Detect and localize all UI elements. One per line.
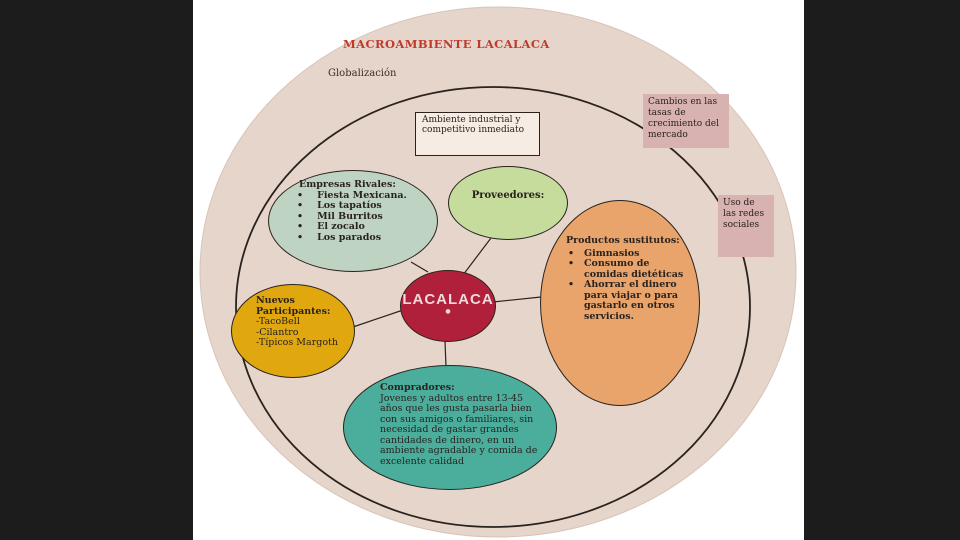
rival-item: Fiesta Mexicana. xyxy=(299,190,425,202)
buyers-description: Jovenes y adultos entre 13-45 años que l… xyxy=(380,392,538,467)
rivals-heading: Empresas Rivales: xyxy=(299,179,396,190)
rivals-bubble: Empresas Rivales: Fiesta Mexicana. Los t… xyxy=(268,170,438,272)
inner-circle xyxy=(235,86,751,528)
rival-item: Los parados xyxy=(299,232,425,244)
skull-icon: ● xyxy=(445,307,451,315)
substitutes-bubble: Productos sustitutos: Gimnasios Consumo … xyxy=(540,200,700,406)
connector-buyers xyxy=(444,340,447,368)
lacalaca-logo-bubble: LACALACA ● xyxy=(400,270,496,342)
rival-item: El zocalo xyxy=(299,221,425,233)
industry-environment-box: Ambiente industrial y competitivo inmedi… xyxy=(415,112,540,156)
rival-item: Los tapatíos xyxy=(299,200,425,212)
new-entrant-item: -TacoBell xyxy=(256,316,300,327)
substitute-item: Gimnasios xyxy=(568,248,685,260)
market-growth-note: Cambios en las tasas de crecimiento del … xyxy=(643,94,729,148)
new-entrant-item: -Típicos Margoth xyxy=(256,337,338,348)
diagram-title: MACROAMBIENTE LACALACA xyxy=(343,37,550,51)
connector-suppliers xyxy=(462,237,492,276)
substitutes-list: Gimnasios Consumo de comidas dietéticas … xyxy=(566,248,685,323)
social-media-note: Uso de las redes sociales xyxy=(718,195,774,257)
connector-rivals xyxy=(410,261,429,273)
buyers-heading: Compradores: xyxy=(380,382,455,393)
suppliers-bubble: Proveedores: xyxy=(448,166,568,240)
substitute-item: Ahorrar el dinero para viajar o para gas… xyxy=(568,279,685,322)
logo-wordmark: LACALACA xyxy=(402,291,494,308)
buyers-bubble: Compradores: Jovenes y adultos entre 13-… xyxy=(343,365,557,490)
rival-item: Mil Burritos xyxy=(299,211,425,223)
new-entrants-heading: Nuevos Participantes: xyxy=(256,295,331,317)
suppliers-heading: Proveedores: xyxy=(471,189,545,201)
slide: MACROAMBIENTE LACALACA Globalización Amb… xyxy=(193,0,804,540)
substitute-item: Consumo de comidas dietéticas xyxy=(568,258,685,280)
globalization-label: Globalización xyxy=(328,68,397,79)
rivals-list: Fiesta Mexicana. Los tapatíos Mil Burrit… xyxy=(299,190,425,244)
connector-substitutes xyxy=(492,296,542,303)
connector-new-entrants xyxy=(352,309,404,328)
new-entrants-bubble: Nuevos Participantes: -TacoBell -Cilantr… xyxy=(231,284,355,378)
new-entrant-item: -Cilantro xyxy=(256,326,299,338)
substitutes-heading: Productos sustitutos: xyxy=(566,235,680,246)
